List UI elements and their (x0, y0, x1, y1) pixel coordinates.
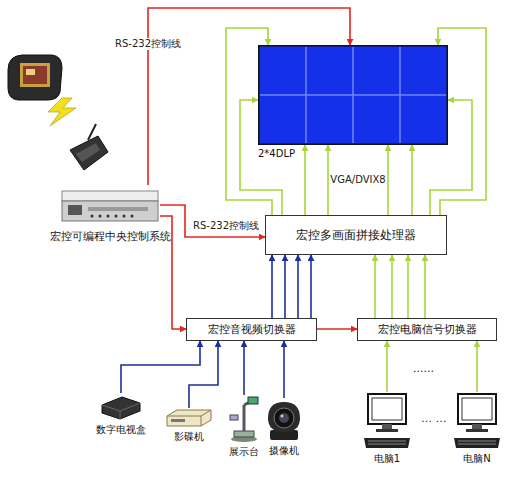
ellipsis-label: … … (420, 412, 448, 425)
signal-connector (411, 145, 413, 215)
box-label: 宏控电脑信号切换器 (378, 323, 477, 336)
signal-connector (243, 341, 245, 395)
box-label: 宏控音视频切换器 (208, 323, 296, 336)
device-label: 影碟机 (174, 431, 204, 443)
box-label: 宏控多画面拼接处理器 (296, 228, 416, 242)
signal-connector (374, 255, 376, 318)
signal-connector (317, 328, 357, 330)
signal-connector (283, 341, 285, 398)
ellipsis-label: ...... (412, 362, 435, 375)
device-label: 宏控可编程中央控制系统 (50, 230, 171, 243)
device-label: 电脑1 (374, 453, 400, 465)
device-label: 2*4DLP (258, 148, 295, 160)
signal-connector (310, 255, 312, 318)
signal-connector (121, 341, 200, 393)
connector-label: RS-232控制线 (192, 220, 260, 232)
device-node: 电脑N (452, 392, 502, 450)
wireless-receiver (70, 124, 108, 170)
device-label: 电脑N (463, 453, 490, 465)
device-node: 摄像机 (264, 398, 304, 442)
signal-connector (297, 255, 299, 318)
device-node: 宏控可编程中央控制系统 (60, 185, 160, 227)
signal-connector (284, 255, 286, 318)
device-node: 影碟机 (165, 408, 213, 428)
process-box: 宏控电脑信号切换器 (357, 318, 497, 341)
signal-connector (386, 341, 388, 392)
signal-label: VGA/DVIX8 (329, 174, 386, 186)
device-node: 数字电视盒 (100, 393, 142, 421)
signal-connector (407, 255, 409, 318)
device-label: 摄像机 (269, 445, 299, 457)
signal-connector (476, 341, 478, 392)
process-box: 宏控音视频切换器 (186, 318, 317, 341)
device-label: 展示台 (229, 446, 259, 458)
signal-connector (304, 145, 306, 215)
signal-connector (271, 255, 273, 318)
device-node: 展示台 (228, 395, 260, 443)
signal-connector (160, 205, 265, 237)
signal-connector (387, 145, 389, 215)
device-label: 数字电视盒 (96, 424, 146, 436)
device-node: 2*4DLP (258, 45, 448, 145)
device-node: 电脑1 (362, 392, 412, 450)
touch-panel (8, 55, 62, 100)
signal-connector (424, 255, 426, 318)
signal-connector (189, 341, 218, 408)
connector-label: RS-232控制线 (114, 38, 182, 50)
wireless-bolt (48, 98, 76, 126)
signal-connector (391, 255, 393, 318)
process-box: 宏控多画面拼接处理器 (265, 215, 447, 255)
